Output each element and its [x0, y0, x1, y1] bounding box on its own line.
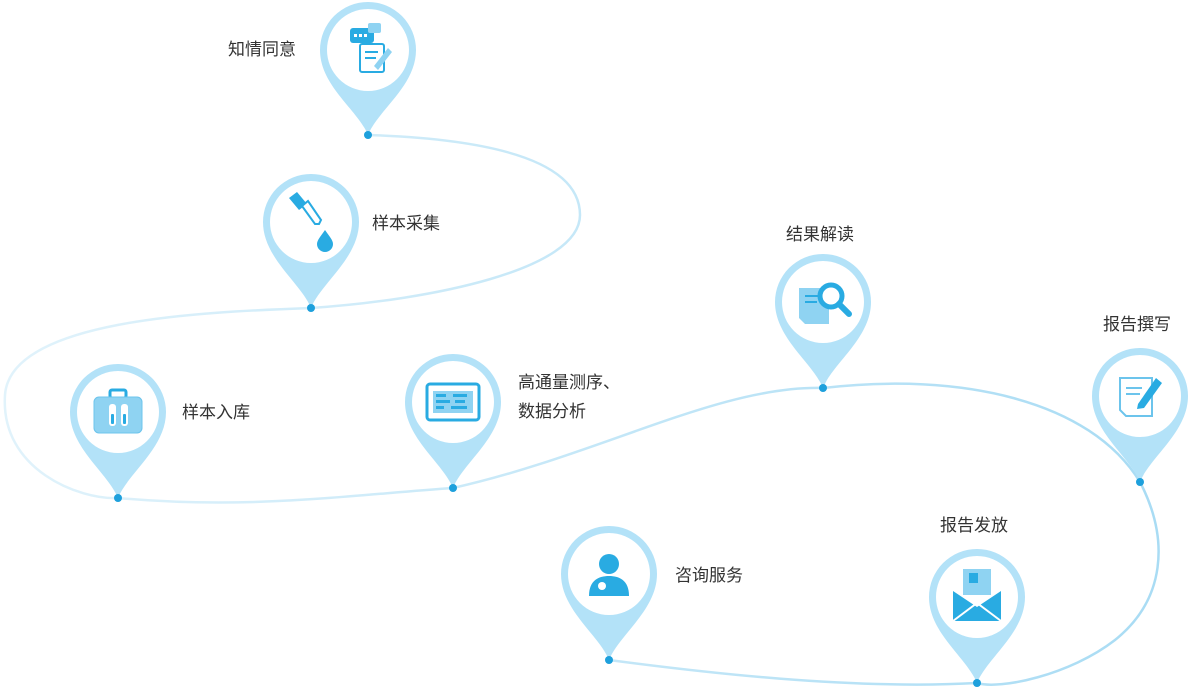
pin-sample-collection	[263, 174, 359, 312]
path-dot	[114, 494, 122, 502]
path-dot	[307, 304, 315, 312]
step-label-sample-collection: 样本采集	[372, 214, 440, 234]
sequencing-screen-icon	[425, 382, 481, 422]
dropper-icon	[289, 192, 333, 252]
pin-sequencing	[405, 354, 501, 492]
step-label-sequencing-line2: 数据分析	[518, 402, 586, 422]
step-label-sequencing-line1: 高通量测序、	[518, 373, 620, 393]
envelope-icon	[952, 569, 1002, 622]
path-dot	[364, 131, 372, 139]
step-label-result-interpretation: 结果解读	[786, 225, 854, 245]
workflow-path	[3, 133, 1160, 686]
path-dot	[605, 656, 613, 664]
step-label-consulting: 咨询服务	[675, 566, 743, 586]
path-dot	[973, 679, 981, 687]
pin-consent	[320, 2, 416, 139]
pin-sample-storage	[70, 364, 166, 502]
path-dot	[1136, 478, 1144, 486]
consent-document-icon	[350, 23, 392, 73]
magnifier-document-icon	[799, 282, 852, 324]
doctor-icon	[589, 554, 629, 596]
step-label-report-writing: 报告撰写	[1103, 315, 1171, 335]
step-label-consent: 知情同意	[228, 40, 296, 60]
pin-inner-circle	[936, 556, 1018, 638]
path-dot	[819, 384, 827, 392]
pin-result-interpretation	[775, 254, 871, 392]
pin-report-writing	[1092, 348, 1188, 486]
sample-box-icon	[93, 388, 143, 434]
step-label-report-release: 报告发放	[940, 516, 1008, 536]
report-writing-icon	[1119, 377, 1162, 417]
pin-inner-circle	[327, 9, 409, 91]
pin-consulting	[561, 526, 657, 664]
pin-report-release	[929, 549, 1025, 687]
step-label-sample-storage: 样本入库	[182, 403, 250, 423]
pin-inner-circle	[270, 181, 352, 263]
path-dot	[449, 484, 457, 492]
